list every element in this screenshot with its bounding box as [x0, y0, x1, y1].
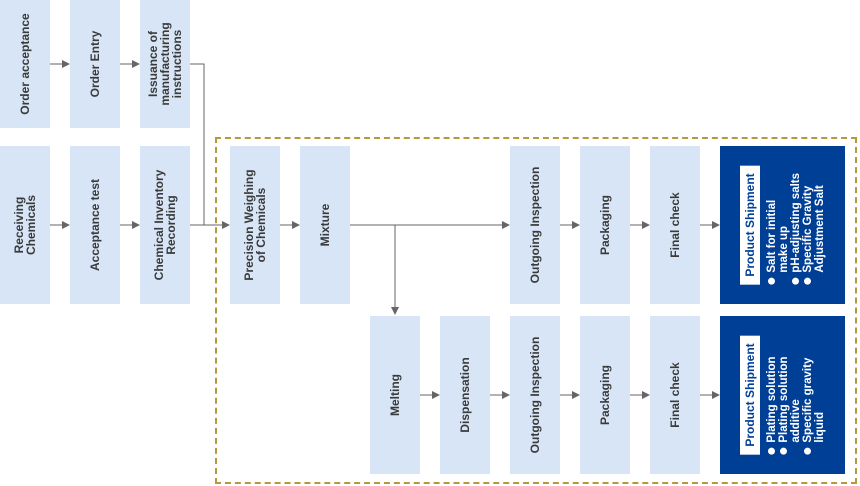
- step-order-entry: Order Entry: [70, 0, 120, 128]
- step-label: Precision Weighing of Chemicals: [242, 169, 268, 281]
- shipment-item-text: pH-adjusting salts: [789, 172, 802, 273]
- bullet-icon: [767, 277, 775, 285]
- step-final-check-1: Final check: [650, 146, 700, 304]
- shipment-item: Plating solution: [765, 335, 778, 455]
- bullet-icon: [803, 447, 811, 455]
- step-label: Final check: [668, 192, 682, 258]
- shipment-item: Specific gravity liquid: [801, 335, 826, 455]
- step-precision-weighing: Precision Weighing of Chemicals: [230, 146, 280, 304]
- step-packaging-2: Packaging: [580, 316, 630, 474]
- shipment-item: pH-adjusting salts: [789, 165, 802, 285]
- step-label: Dispensation: [458, 357, 472, 433]
- line-issuance-down: [190, 63, 205, 225]
- step-outgoing-inspection-1: Outgoing Inspection: [510, 146, 560, 304]
- shipment-item: Plating solution additive: [777, 335, 802, 455]
- product-shipment-2: Product Shipment Plating solution Platin…: [720, 316, 845, 474]
- shipment-item: Specific Gravity Adjustment Salt: [801, 165, 826, 285]
- bullet-icon: [791, 277, 799, 285]
- step-receiving-chemicals: Receiving Chemicals: [0, 146, 50, 304]
- step-label: Mixture: [318, 203, 332, 247]
- step-melting: Melting: [370, 316, 420, 474]
- process-group-outline: [215, 137, 857, 484]
- shipment-item-text: Plating solution: [765, 356, 778, 443]
- shipment-content: Product Shipment Salt for initial make u…: [739, 165, 826, 285]
- step-outgoing-inspection-2: Outgoing Inspection: [510, 316, 560, 474]
- step-label: Packaging: [598, 194, 612, 256]
- shipment-items: Plating solution Plating solution additi…: [765, 335, 826, 455]
- step-label: Melting: [388, 374, 402, 416]
- shipment-item-text: Salt for initial make up: [765, 199, 790, 273]
- step-label: Outgoing Inspection: [528, 166, 542, 284]
- shipment-content: Product Shipment Plating solution Platin…: [739, 335, 826, 455]
- step-label: Order Entry: [88, 30, 102, 98]
- step-dispensation: Dispensation: [440, 316, 490, 474]
- bullet-icon: [803, 277, 811, 285]
- shipment-item-text: Specific Gravity Adjustment Salt: [801, 185, 826, 273]
- step-chemical-inventory: Chemical Inventory Recording: [140, 146, 190, 304]
- shipment-item: Salt for initial make up: [765, 165, 790, 285]
- step-order-acceptance: Order acceptance: [0, 0, 50, 128]
- shipment-title: Product Shipment: [739, 335, 760, 455]
- step-label: Outgoing Inspection: [528, 336, 542, 454]
- step-label: Receiving Chemicals: [12, 194, 38, 256]
- step-label: Packaging: [598, 364, 612, 426]
- shipment-title: Product Shipment: [739, 165, 760, 285]
- shipment-item-text: Specific gravity liquid: [801, 357, 826, 443]
- shipment-items: Salt for initial make up pH-adjusting sa…: [765, 165, 826, 285]
- step-final-check-2: Final check: [650, 316, 700, 474]
- bullet-icon: [767, 447, 775, 455]
- product-shipment-1: Product Shipment Salt for initial make u…: [720, 146, 845, 304]
- step-label: Issuance of manufacturing instructions: [146, 22, 184, 106]
- step-issuance-instructions: Issuance of manufacturing instructions: [140, 0, 190, 128]
- step-label: Acceptance test: [88, 178, 102, 272]
- bullet-icon: [779, 447, 787, 455]
- step-acceptance-test: Acceptance test: [70, 146, 120, 304]
- step-label: Final check: [668, 362, 682, 428]
- step-packaging-1: Packaging: [580, 146, 630, 304]
- step-label: Chemical Inventory Recording: [152, 169, 178, 281]
- shipment-item-text: Plating solution additive: [777, 356, 802, 443]
- step-mixture: Mixture: [300, 146, 350, 304]
- step-label: Order acceptance: [18, 13, 32, 115]
